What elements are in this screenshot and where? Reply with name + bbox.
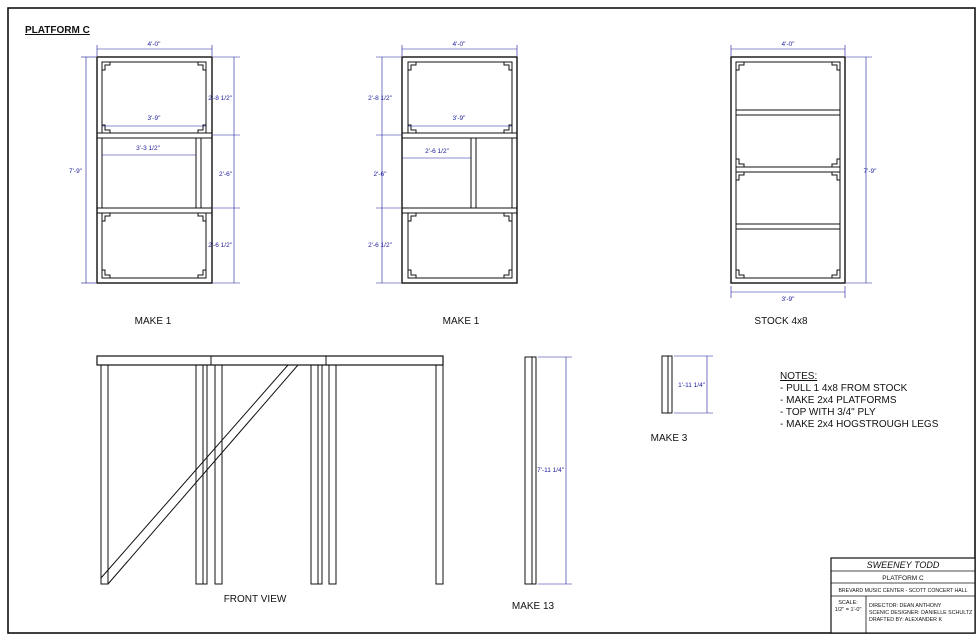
scenic-designer: SCENIC DESIGNER: DANIELLE SCHULTZ [869, 610, 973, 616]
platform-view-3 [730, 56, 846, 284]
view-2-dimensions [376, 45, 518, 284]
v2-seg2-dim: 2'-6" [374, 171, 388, 178]
deck-top [96, 355, 444, 366]
leg-13-height-dim: 7'-11 1/4" [537, 467, 565, 474]
diagonal-brace [100, 364, 300, 585]
director: DIRECTOR: DEAN ANTHONY [869, 603, 942, 609]
leg [100, 364, 109, 585]
note-item: - PULL 1 4x8 FROM STOCK [780, 383, 908, 394]
v1-width-dim: 4'-0" [148, 41, 162, 48]
outer-frame [96, 56, 213, 284]
v1-seg2-dim: 2'-6" [219, 171, 233, 178]
sheet-border [7, 7, 976, 634]
v2-caption: MAKE 1 [443, 316, 480, 327]
v1-caption: MAKE 1 [135, 316, 172, 327]
venue: BREVARD MUSIC CENTER - SCOTT CONCERT HAL… [838, 588, 967, 594]
lower-bay [407, 212, 513, 279]
outer-frame [730, 56, 846, 284]
drawing-title: PLATFORM C [882, 575, 924, 582]
v1-inner-mid-dim: 3'-3 1/2" [136, 145, 160, 152]
note-item: - MAKE 2x4 PLATFORMS [780, 395, 897, 406]
v2-seg3-dim: 2'-6 1/2" [368, 242, 392, 249]
v3-caption: STOCK 4x8 [754, 316, 808, 327]
leg-make-3 [661, 355, 673, 414]
scale-label: SCALE: [838, 600, 858, 606]
v1-seg3-dim: 2'-6 1/2" [208, 242, 232, 249]
leg [310, 364, 319, 585]
outer-frame [401, 56, 518, 284]
leg-make-13 [524, 356, 537, 585]
front-view [96, 355, 444, 585]
note-item: - TOP WITH 3/4" PLY [780, 407, 876, 418]
v1-height-dim: 7'-9" [69, 168, 83, 175]
v3-bottom-dim: 3'-9" [782, 296, 796, 303]
inner-frame [735, 61, 841, 279]
upper-bay [407, 61, 513, 134]
v1-seg1-dim: 2'-8 1/2" [208, 95, 232, 102]
v3-width-dim: 4'-0" [782, 41, 796, 48]
view-1-dimensions [81, 45, 240, 284]
leg-3-caption: MAKE 3 [651, 433, 688, 444]
note-item: - MAKE 2x4 HOGSTROUGH LEGS [780, 419, 939, 430]
sheet-title: PLATFORM C [25, 25, 90, 36]
v3-height-dim: 7'-9" [864, 168, 878, 175]
leg-13-dimension [538, 356, 572, 585]
notes-block: NOTES: - PULL 1 4x8 FROM STOCK - MAKE 2x… [780, 371, 939, 430]
leg [435, 364, 444, 585]
leg-3-height-dim: 1'-11 1/4" [678, 382, 706, 389]
leg-13-caption: MAKE 13 [512, 601, 555, 612]
leg [195, 364, 204, 585]
scale-value: 1/2" = 1'-0" [835, 607, 862, 613]
upper-bay [101, 61, 207, 134]
v2-inner-top-dim: 3'-9" [453, 115, 467, 122]
leg [317, 364, 323, 585]
drafter: DRAFTED BY: ALEXANDER K [869, 617, 942, 623]
v2-seg1-dim: 2'-8 1/2" [368, 95, 392, 102]
leg [214, 364, 223, 585]
title-block: SWEENEY TODD PLATFORM C BREVARD MUSIC CE… [830, 557, 976, 634]
notes-heading: NOTES: [780, 371, 817, 382]
show-title: SWEENEY TODD [867, 560, 940, 570]
leg [328, 364, 337, 585]
leg-3-dimension [674, 355, 713, 414]
platform-view-2 [401, 56, 518, 284]
v2-width-dim: 4'-0" [453, 41, 467, 48]
v2-inner-mid-dim: 2'-6 1/2" [425, 148, 449, 155]
platform-view-1 [96, 56, 213, 284]
view-3-dimensions [730, 45, 872, 298]
v1-inner-top-dim: 3'-9" [148, 115, 162, 122]
front-caption: FRONT VIEW [224, 594, 287, 605]
lower-bay [101, 212, 207, 279]
